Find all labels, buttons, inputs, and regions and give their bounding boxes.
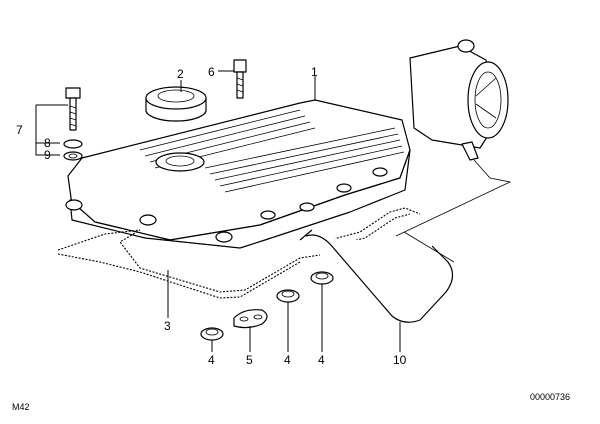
callout-2: 2	[177, 67, 184, 81]
callout-7: 7	[16, 123, 23, 137]
callout-6: 6	[208, 65, 215, 79]
cover-gasket[interactable]	[57, 207, 421, 299]
bolt-part-6[interactable]	[233, 59, 247, 99]
callout-10: 10	[393, 353, 407, 367]
callout-4a: 4	[208, 353, 215, 367]
breather-hose[interactable]	[299, 229, 455, 323]
callout-4c: 4	[318, 353, 325, 367]
page-code: M42	[12, 402, 30, 412]
drawing-number: 00000736	[530, 392, 570, 402]
oil-filler-cap[interactable]	[145, 86, 207, 122]
grommet-4b[interactable]	[276, 289, 300, 303]
callout-3: 3	[164, 319, 171, 333]
seal-5[interactable]	[233, 309, 268, 329]
callout-8: 8	[44, 136, 51, 150]
intake-duct[interactable]	[395, 39, 512, 237]
callout-1: 1	[311, 65, 318, 79]
leader-lines	[35, 70, 401, 352]
grommet-4c[interactable]	[310, 271, 334, 285]
valve-cover[interactable]	[65, 99, 411, 249]
callout-5: 5	[246, 353, 253, 367]
bolt-stack-parts-7-8-9[interactable]	[63, 87, 83, 161]
callout-4b: 4	[284, 353, 291, 367]
grommet-4a[interactable]	[200, 327, 224, 341]
callout-9: 9	[44, 148, 51, 162]
